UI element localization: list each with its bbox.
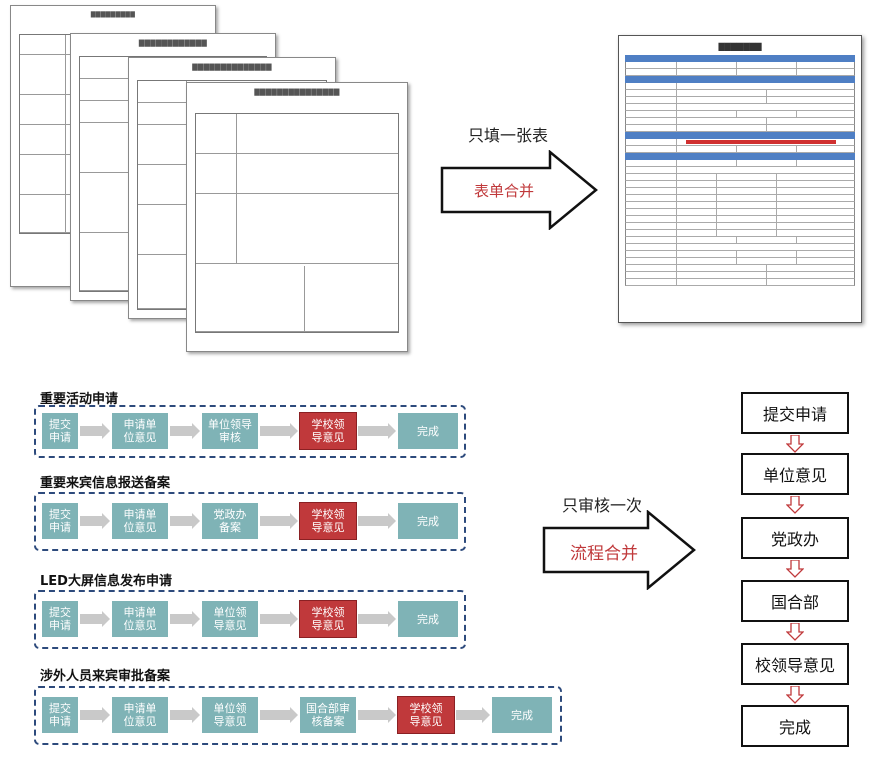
flow-2-step-3: 学校领 导意见 <box>299 600 357 638</box>
chevron-right-icon <box>80 513 110 529</box>
top-merge-arrow-icon <box>440 150 598 230</box>
down-arrow-icon <box>786 496 804 514</box>
chevron-right-icon <box>358 611 396 627</box>
flow-title-2: LED大屏信息发布申请 <box>40 574 172 589</box>
flow-3-step-4: 学校领 导意见 <box>397 696 455 734</box>
flow-2-step-0: 提交 申请 <box>42 601 78 637</box>
merged-step-submit: 提交申请 <box>741 392 849 434</box>
chevron-right-icon <box>80 707 110 723</box>
paper-form-4: ▇▇▇▇▇▇▇▇▇▇▇▇▇▇▇ <box>186 82 408 352</box>
flow-0-step-1: 申请单 位意见 <box>112 413 168 449</box>
flow-0-step-4: 完成 <box>398 413 458 449</box>
merged-step-done: 完成 <box>741 705 849 747</box>
merged-step-school-leader: 校领导意见 <box>741 643 849 685</box>
flow-2-step-4: 完成 <box>398 601 458 637</box>
flow-1-step-4: 完成 <box>398 503 458 539</box>
top-arrow-caption: 只填一张表 <box>468 126 549 145</box>
bottom-merge-arrow-icon <box>542 510 696 590</box>
bottom-arrow-label: 流程合并 <box>570 544 638 564</box>
flow-3-step-3: 国合部审 核备案 <box>300 697 356 733</box>
chevron-right-icon <box>358 513 396 529</box>
chevron-right-icon <box>456 707 490 723</box>
flow-1-step-1: 申请单 位意见 <box>112 503 168 539</box>
flow-0-step-2: 单位领导 审核 <box>202 413 258 449</box>
flow-2-step-1: 申请单 位意见 <box>112 601 168 637</box>
flow-box-1 <box>34 492 466 551</box>
chevron-right-icon <box>170 513 200 529</box>
flow-0-step-0: 提交 申请 <box>42 413 78 449</box>
chevron-right-icon <box>170 611 200 627</box>
paper-form-1-title: ▇▇▇▇▇▇▇▇▇ <box>90 11 136 18</box>
chevron-right-icon <box>260 513 298 529</box>
flow-box-3 <box>34 686 562 745</box>
paper-form-2-title: ▇▇▇▇▇▇▇▇▇▇▇▇ <box>138 39 208 47</box>
chevron-right-icon <box>358 707 396 723</box>
merged-step-unit: 单位意见 <box>741 453 849 495</box>
top-arrow-label: 表单合并 <box>474 182 535 200</box>
flow-3-step-5: 完成 <box>492 697 552 733</box>
chevron-right-icon <box>260 423 298 439</box>
merged-application-form: ▇▇▇▇▇▇▇ <box>618 35 862 323</box>
flow-box-2 <box>34 590 466 649</box>
flow-3-step-0: 提交 申请 <box>42 697 78 733</box>
merged-form-title: ▇▇▇▇▇▇▇ <box>718 42 762 51</box>
chevron-right-icon <box>80 423 110 439</box>
flow-title-0: 重要活动申请 <box>40 392 119 407</box>
flow-3-step-2: 单位领 导意见 <box>202 697 258 733</box>
paper-form-4-title: ▇▇▇▇▇▇▇▇▇▇▇▇▇▇▇ <box>254 88 340 96</box>
flow-3-step-1: 申请单 位意见 <box>112 697 168 733</box>
down-arrow-icon <box>786 560 804 578</box>
down-arrow-icon <box>786 686 804 704</box>
chevron-right-icon <box>260 707 298 723</box>
flow-box-0 <box>34 405 466 458</box>
flow-1-step-3: 学校领 导意见 <box>299 502 357 540</box>
down-arrow-icon <box>786 435 804 453</box>
merged-step-party-office: 党政办 <box>741 517 849 559</box>
chevron-right-icon <box>80 611 110 627</box>
chevron-right-icon <box>358 423 396 439</box>
paper-form-3-title: ▇▇▇▇▇▇▇▇▇▇▇▇▇▇ <box>192 63 272 71</box>
flow-title-3: 涉外人员来宾审批备案 <box>40 669 171 684</box>
chevron-right-icon <box>170 423 200 439</box>
down-arrow-icon <box>786 623 804 641</box>
chevron-right-icon <box>260 611 298 627</box>
flow-2-step-2: 单位领 导意见 <box>202 601 258 637</box>
flow-0-step-3: 学校领 导意见 <box>299 412 357 450</box>
flow-title-1: 重要来宾信息报送备案 <box>40 476 171 491</box>
chevron-right-icon <box>170 707 200 723</box>
flow-1-step-2: 党政办 备案 <box>202 503 258 539</box>
bottom-arrow-caption: 只审核一次 <box>562 496 643 515</box>
merged-step-intl-dept: 国合部 <box>741 580 849 622</box>
flow-1-step-0: 提交 申请 <box>42 503 78 539</box>
